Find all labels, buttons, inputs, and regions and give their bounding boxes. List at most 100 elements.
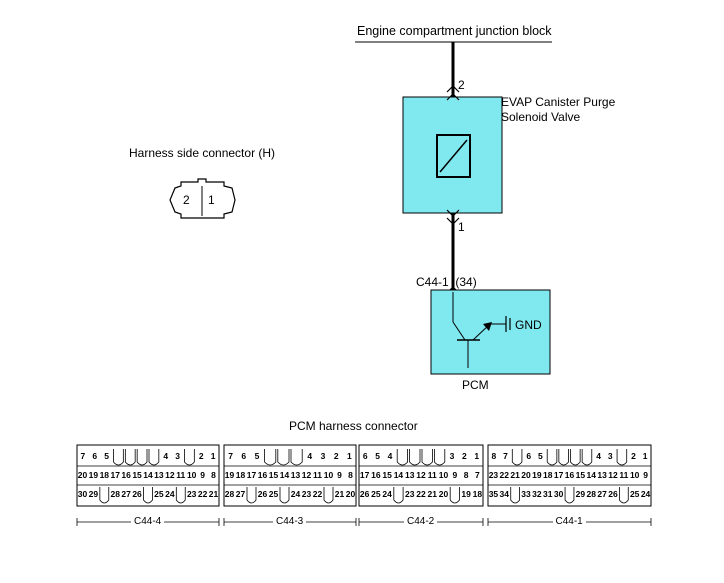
- valve-label-line1: EVAP Canister Purge: [501, 95, 616, 109]
- connector-pin: 1: [347, 451, 352, 461]
- connector-pin: 4: [307, 451, 313, 461]
- connector-pin: 10: [438, 470, 449, 480]
- connector-pin: 21: [510, 470, 520, 480]
- connector-pin: 14: [279, 470, 290, 480]
- connector-pin: 19: [224, 470, 235, 480]
- connector-pin: 28: [224, 489, 235, 499]
- connector-pin: 11: [619, 470, 629, 480]
- connector-pin: 3: [320, 451, 326, 461]
- connector-pin: 12: [165, 470, 175, 480]
- connector-pin: 9: [200, 470, 205, 480]
- harness-side-label: Harness side connector (H): [129, 146, 276, 160]
- connector-pin: 13: [404, 470, 415, 480]
- connector-pin: 1: [474, 451, 480, 461]
- connector-pin: 16: [121, 470, 131, 480]
- valve-label-line2: Solenoid Valve: [501, 110, 581, 124]
- connector-pin: 11: [313, 470, 322, 480]
- connector-key: [434, 449, 446, 466]
- connector-pin: 17: [110, 470, 120, 480]
- connector-key: [421, 449, 433, 466]
- connector-pin: 24: [640, 489, 651, 499]
- connector-pin: 17: [246, 470, 257, 480]
- connector-pin: 8: [491, 451, 497, 461]
- connector-key: [558, 449, 569, 466]
- connector-pin: 18: [235, 470, 246, 480]
- connector-pin: 26: [257, 489, 268, 499]
- connector-pin: 3: [449, 451, 455, 461]
- connector-pin: 10: [323, 470, 334, 480]
- connector-pin: 31: [543, 489, 553, 499]
- connector-pin: 29: [575, 489, 586, 499]
- connector-pin: 6: [362, 451, 368, 461]
- connector-pin: 26: [132, 489, 142, 499]
- connector-pin: 16: [257, 470, 268, 480]
- connector-pin: 22: [197, 489, 208, 499]
- connector-key: [409, 449, 421, 466]
- connector-pin: 6: [241, 451, 247, 461]
- connector-key: [277, 449, 290, 466]
- connector-pin: 15: [575, 470, 586, 480]
- pin2-chevron-icon: [446, 85, 460, 93]
- connector-key: [449, 487, 460, 504]
- connector-key: [279, 487, 290, 504]
- connector-pin: 15: [132, 470, 142, 480]
- connector-pin: 27: [235, 489, 246, 499]
- connector-pin: 18: [543, 470, 553, 480]
- connector-pin: 4: [596, 451, 601, 461]
- connector-pin: 3: [607, 451, 613, 461]
- connector-pin: 22: [312, 489, 323, 499]
- connector-pin: 20: [521, 470, 531, 480]
- connector-pin: 3: [175, 451, 180, 461]
- connector-block-C44-2: [358, 444, 484, 507]
- connector-pin: 10: [186, 470, 197, 480]
- pin-1-label: 1: [458, 220, 465, 234]
- connector-pin: 20: [77, 470, 88, 480]
- connector-pin: 2: [631, 451, 636, 461]
- connector-pin: 7: [80, 451, 86, 461]
- connector-key: [323, 487, 334, 504]
- pin-2-label: 2: [458, 78, 465, 92]
- connector-pin: 28: [110, 489, 120, 499]
- connector-key: [124, 449, 136, 466]
- connector-block-C44-3: [223, 444, 357, 507]
- connector-pin: 8: [463, 470, 469, 480]
- connector-name-C44-2: C44-2: [404, 515, 438, 529]
- pin1-chevron-icon: [446, 209, 460, 217]
- connector-pin: 30: [77, 489, 88, 499]
- connector-pin: 30: [553, 489, 564, 499]
- connector-name-C44-3: C44-3: [273, 515, 307, 529]
- connector-key: [570, 449, 581, 466]
- pcm-label: PCM: [462, 378, 489, 392]
- connector-key: [184, 449, 195, 466]
- connector-pin: 7: [503, 451, 508, 461]
- connector-key: [564, 487, 575, 504]
- connector-block-C44-1: [487, 444, 652, 507]
- connector-pin: 4: [163, 451, 169, 461]
- connector-key: [396, 449, 408, 466]
- connector-pin: 9: [337, 470, 342, 480]
- harness-pin-1: 1: [208, 193, 215, 207]
- connector-pin: 21: [208, 489, 219, 499]
- connector-pin: 2: [198, 451, 204, 461]
- connector-pin: 13: [154, 470, 164, 480]
- connector-pin: 22: [499, 470, 510, 480]
- connector-pin: 5: [538, 451, 543, 461]
- connector-pin: 12: [416, 470, 426, 480]
- connector-pin: 1: [210, 451, 216, 461]
- connector-pin: 24: [382, 489, 392, 499]
- connector-pin: 11: [427, 470, 437, 480]
- connector-pin: 27: [597, 489, 607, 499]
- connector-key: [264, 449, 277, 466]
- connector-key: [175, 487, 186, 504]
- connector-pin: 24: [165, 489, 175, 499]
- connector-pin: 24: [290, 489, 301, 499]
- connector-block-C44-4: [76, 444, 220, 507]
- connector-pin: 26: [608, 489, 618, 499]
- connector-pin: 29: [88, 489, 99, 499]
- connector-pin: 8: [348, 470, 353, 480]
- connector-pin: 15: [382, 470, 392, 480]
- connector-pin: 5: [104, 451, 109, 461]
- connector-pin: 13: [290, 470, 301, 480]
- connector-pin: 17: [359, 470, 370, 480]
- connector-key: [616, 449, 628, 466]
